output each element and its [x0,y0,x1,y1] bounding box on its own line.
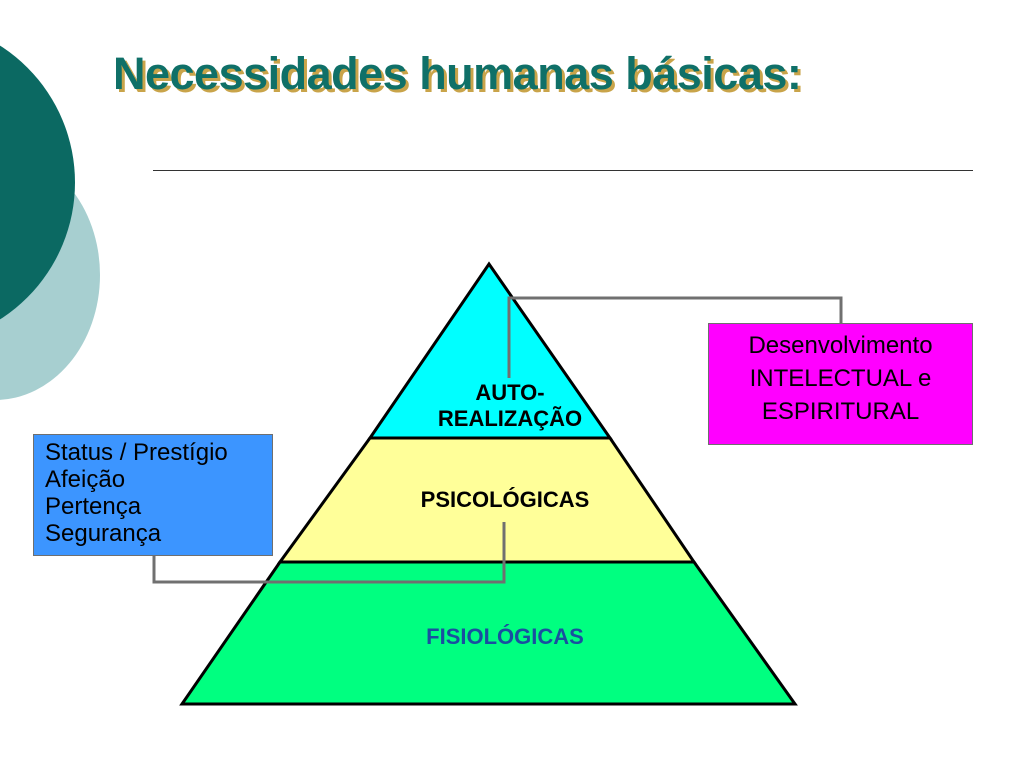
title-divider [153,170,973,171]
page-title: Necessidades humanas básicas: [113,48,802,99]
callout-left-line4: Segurança [45,520,162,547]
callout-right-line1: Desenvolvimento [748,332,933,359]
tier-label-self-realization-line1: AUTO- [475,380,545,405]
tier-label-psychological: PSICOLÓGICAS [420,487,590,512]
tier-label-self-realization-line2: REALIZAÇÃO [437,406,583,431]
callout-box-psychological-needs: Status / Prestígio Afeição Pertença Segu… [33,434,273,556]
callout-left-line3: Pertença [45,493,142,520]
callout-right-line3: ESPIRITURAL [761,398,920,425]
connector-right [507,296,843,378]
callout-left-line1: Status / Prestígio [45,439,228,466]
tier-label-physiological: FISIOLÓGICAS [426,624,584,649]
pyramid-tier-top [367,261,613,440]
callout-box-development: Desenvolvimento INTELECTUAL e ESPIRITURA… [708,323,973,445]
callout-right-line2: INTELECTUAL e [749,365,932,392]
tier-label-self-realization: AUTO- REALIZAÇÃO [410,380,610,432]
callout-left-line2: Afeição [45,466,126,493]
connector-left [152,522,506,584]
